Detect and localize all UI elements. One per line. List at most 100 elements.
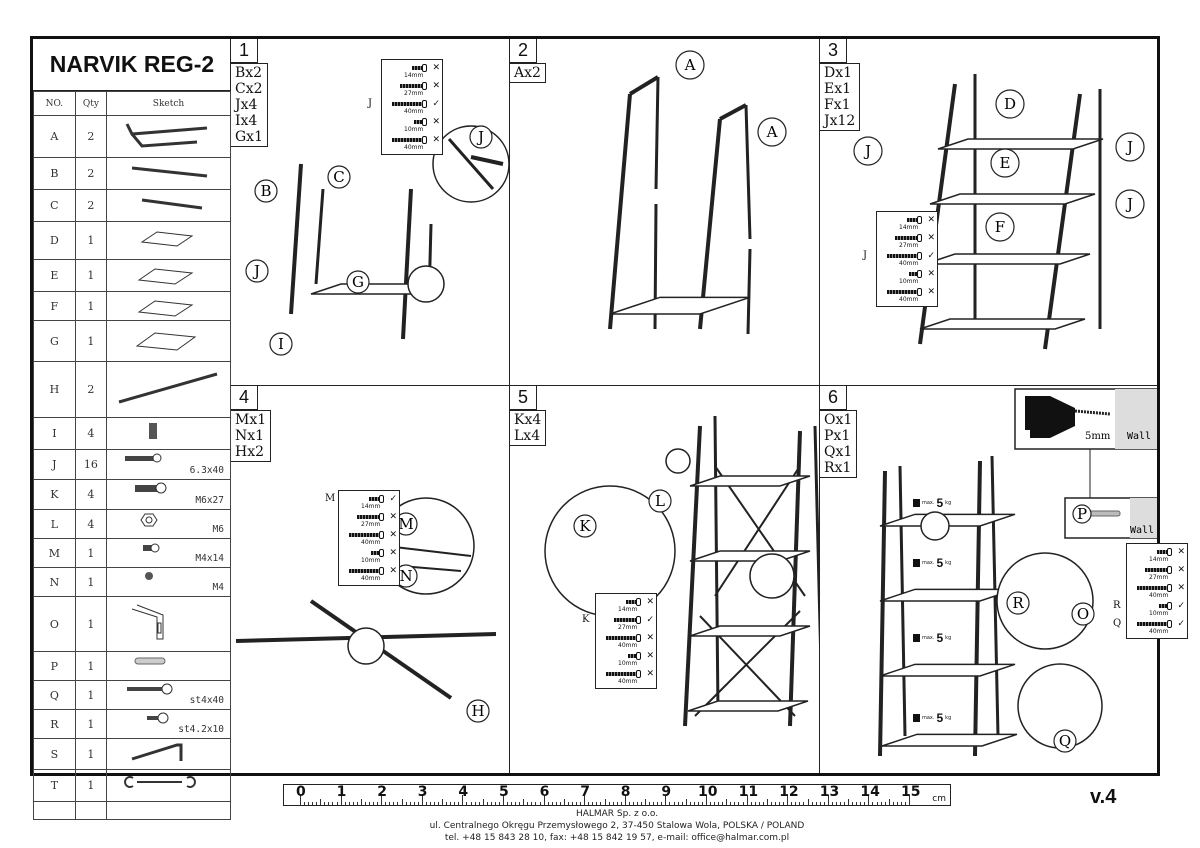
part-sketch: M6x27 <box>106 479 231 510</box>
part-row-P: P 1 <box>33 651 231 681</box>
ruler-tick <box>470 802 472 805</box>
part-sketch <box>106 291 231 321</box>
ruler-tick <box>697 802 699 805</box>
callout-E: E <box>990 148 1020 178</box>
screw-option: 40mm ✕ <box>877 287 937 305</box>
screw-option: 14mm ✕ <box>1149 547 1185 563</box>
part-no: B <box>33 157 76 190</box>
ruler-tick <box>312 802 314 805</box>
part-qty: 2 <box>74 361 108 418</box>
part-row-J: J 16 6.3x40 <box>33 449 231 480</box>
screw-icon <box>626 600 636 604</box>
cross-icon: ✕ <box>646 669 654 679</box>
step-part-item: Lx4 <box>514 428 541 444</box>
screw-icon <box>392 138 422 142</box>
callout-J: J <box>853 136 883 166</box>
part-sketch <box>106 259 231 292</box>
ruler-tick <box>904 802 906 805</box>
ruler-unit: cm <box>932 794 946 804</box>
header-sketch: Sketch <box>106 91 231 116</box>
callout-I: I <box>269 332 293 356</box>
part-no: Q <box>33 680 76 710</box>
part-qty: 2 <box>74 115 108 158</box>
svg-text:B: B <box>260 182 271 200</box>
ruler-tick <box>653 802 655 805</box>
ruler-tick <box>519 802 521 805</box>
part-I-sketch-icon <box>149 423 157 439</box>
ruler-tick <box>490 802 492 805</box>
screw-icon <box>400 84 422 88</box>
ruler-tick <box>555 802 557 805</box>
part-J-sketch-icon <box>125 453 162 463</box>
svg-text:O: O <box>1077 605 1089 623</box>
screw-icon <box>349 569 379 573</box>
screw-option: 27mm ✕ <box>382 81 442 99</box>
ruler-tick <box>787 795 789 805</box>
part-no: J <box>33 449 76 480</box>
wall-label: Wall <box>1127 431 1151 442</box>
ruler-tick <box>657 802 659 805</box>
step-2-illustration: AA <box>608 50 787 335</box>
ruler-tick <box>892 802 894 805</box>
cross-icon: ✕ <box>389 530 397 540</box>
screw-option: 40mm ✕ <box>339 530 399 548</box>
screw-option: 14mm ✕ <box>618 597 654 613</box>
ruler-tick <box>876 802 878 805</box>
screw-option: 40mm ✕ <box>596 669 656 687</box>
screw-option: 10mm ✕ <box>404 117 440 133</box>
part-no: A <box>33 115 76 158</box>
ruler-tick <box>783 802 785 805</box>
step-part-item: Kx4 <box>514 412 542 428</box>
ruler-tick <box>551 802 553 805</box>
part-no: L <box>33 509 76 539</box>
screw-icon <box>1137 586 1167 590</box>
ruler-tick <box>807 799 809 805</box>
part-no: T <box>33 769 76 802</box>
part-L-sketch-icon <box>140 513 158 527</box>
screw-legend: 14mm ✕ 27mm ✕ J 40mm ✓ 10mm ✕ 40mm ✕ <box>368 59 443 155</box>
ruler-tick <box>819 802 821 805</box>
ruler-tick <box>681 802 683 805</box>
screw-icon <box>614 618 636 622</box>
part-row-K: K 4 M6x27 <box>33 479 231 510</box>
ruler-tick <box>511 802 513 805</box>
callout-J: J <box>469 125 493 149</box>
cross-icon: ✕ <box>432 81 440 91</box>
screw-option: 40mm ✕ <box>339 566 399 584</box>
part-qty: 1 <box>74 738 108 770</box>
cross-icon: ✕ <box>389 512 397 522</box>
part-no: O <box>33 596 76 652</box>
svg-text:J: J <box>252 262 260 280</box>
weight-icon <box>913 634 920 642</box>
ruler-tick <box>661 802 663 805</box>
screw-option: 27mm ✕ <box>877 233 937 251</box>
svg-text:J: J <box>476 128 484 146</box>
part-no: H <box>33 361 76 418</box>
step-part-item: Mx1 <box>235 412 267 428</box>
part-no: C <box>33 189 76 222</box>
ruler-tick <box>608 802 610 805</box>
callout-O: O <box>1071 602 1095 626</box>
callout-H: H <box>466 699 490 723</box>
part-row-T: T 1 <box>33 769 231 802</box>
part-T-sketch-icon <box>124 776 196 788</box>
part-sketch <box>106 769 231 802</box>
ruler-tick <box>369 802 371 805</box>
step-number: 5 <box>510 386 537 410</box>
cross-icon: ✕ <box>389 548 397 558</box>
svg-text:C: C <box>333 168 344 186</box>
ruler-tick <box>559 802 561 805</box>
part-H-sketch-icon <box>118 372 218 404</box>
screw-icon <box>887 290 917 294</box>
ruler-tick <box>823 802 825 805</box>
ruler-tick <box>645 799 647 805</box>
part-row-L: L 4 M6 <box>33 509 231 539</box>
ruler-tick <box>503 795 504 805</box>
part-qty: 1 <box>74 567 108 597</box>
svg-text:J: J <box>1125 138 1133 156</box>
callout-A: A <box>757 117 787 147</box>
